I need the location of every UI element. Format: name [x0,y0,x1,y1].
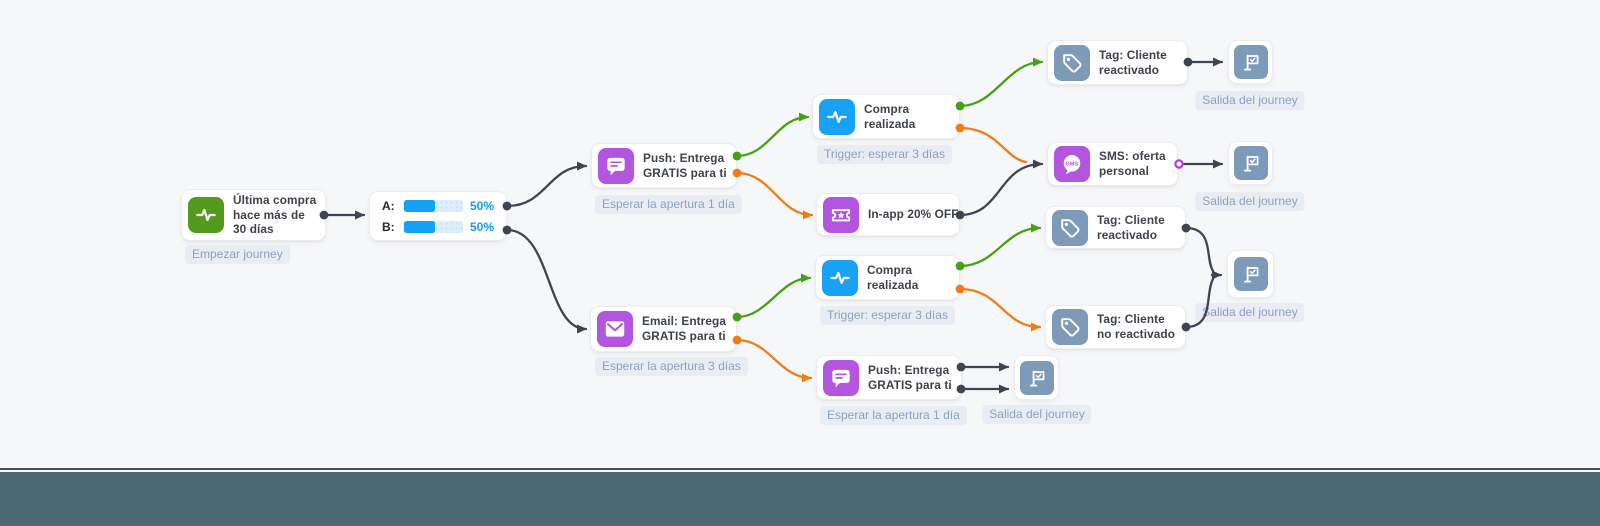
edge-email-opened-to-purchase2 [735,273,812,319]
node-exit-2[interactable] [1228,141,1273,185]
ab-split-row-b: B: 50% [382,220,494,234]
node-title: Tag: Cliente reactivado [1097,212,1165,242]
node-purchase-trigger-2[interactable]: Compra realizada [815,255,960,300]
wait-badge: Esperar la apertura 1 día [820,406,967,425]
entry-badge: Empezar journey [185,245,290,264]
trigger-badge: Trigger: esperar 3 días [820,306,955,325]
edge-purchase1-yes-to-tag1 [958,57,1044,108]
node-push-1[interactable]: Push: Entrega GRATIS para ti [591,143,737,188]
tag-icon [1054,44,1090,81]
exit-label: Salida del journey [1195,91,1305,110]
pulse-icon [822,259,858,296]
node-exit-1[interactable] [1228,40,1273,84]
edge-push1-opened-to-purchase1 [735,112,810,158]
edge-inapp-to-sms [958,159,1044,217]
node-push-2[interactable]: Push: Entrega GRATIS para ti [816,355,962,400]
exit-label: Salida del journey [982,405,1092,424]
sms-icon [1054,146,1090,182]
ticket-icon [823,196,859,233]
node-sms-offer[interactable]: SMS: oferta personal [1047,142,1178,186]
edge-email-notopened-to-push2 [735,338,813,383]
node-tag-reactivated-1[interactable]: Tag: Cliente reactivado [1047,40,1188,85]
variant-b-label: B: [382,219,395,234]
email-icon [597,311,633,347]
tag-icon [1052,309,1088,345]
node-inapp-message[interactable]: In-app 20% OFF [816,193,960,236]
footer-bar [0,472,1600,526]
ab-split-rows: A: 50% B: 50% [380,199,496,234]
edge-tag2-to-exit3 [1184,226,1215,273]
node-title: In-app 20% OFF [868,207,959,222]
edge-split-a-to-push1 [505,161,588,208]
node-title: Última compra hace más de 30 días [233,193,317,237]
edge-split-b-to-email [505,228,588,334]
node-title: Tag: Cliente reactivado [1099,47,1167,77]
wait-badge: Esperar la apertura 3 días [595,357,748,376]
flag-icon [1233,146,1268,180]
node-title: Tag: Cliente no reactivado [1097,312,1176,341]
push-icon [823,359,859,396]
node-purchase-trigger-1[interactable]: Compra realizada [812,94,960,139]
node-tag-reactivated-2[interactable]: Tag: Cliente reactivado [1045,206,1186,249]
variant-a-label: A: [382,198,395,213]
node-title: Push: Entrega GRATIS para ti [868,362,952,392]
exit-label: Salida del journey [1195,192,1305,211]
edge-purchase1-no-to-sms [958,126,1028,164]
wait-badge: Esperar la apertura 1 día [595,195,742,214]
node-exit-4[interactable] [1014,355,1059,400]
node-entry-condition[interactable]: Última compra hace más de 30 días [181,189,326,241]
edge-purchase2-no-to-tag3 [958,287,1042,332]
variant-b-bar [404,220,463,233]
exit-label: Salida del journey [1195,303,1305,322]
node-ab-split[interactable]: A: 50% B: 50% [369,191,507,241]
node-title: Email: Entrega GRATIS para ti [642,314,727,343]
tag-icon [1052,209,1088,246]
variant-b-percent: 50% [469,219,494,234]
edge-push1-notopened-to-inapp [735,171,814,220]
footer-divider [0,468,1600,470]
node-title: SMS: oferta personal [1099,149,1166,178]
ab-split-row-a: A: 50% [382,199,494,213]
node-title: Push: Entrega GRATIS para ti [643,150,727,180]
edge-purchase2-yes-to-tag2 [958,223,1042,268]
node-title: Compra realizada [864,101,916,131]
pulse-icon [819,98,855,135]
pulse-icon [188,197,224,233]
node-exit-3[interactable] [1227,250,1274,298]
flag-icon [1019,360,1054,395]
variant-a-bar [404,199,463,212]
flag-icon [1233,45,1268,79]
node-tag-not-reactivated[interactable]: Tag: Cliente no reactivado [1045,305,1186,349]
trigger-badge: Trigger: esperar 3 días [817,145,952,164]
node-email[interactable]: Email: Entrega GRATIS para ti [590,306,737,352]
flag-icon [1233,257,1268,291]
push-icon [598,147,634,184]
variant-a-percent: 50% [469,198,494,213]
node-title: Compra realizada [867,262,919,292]
